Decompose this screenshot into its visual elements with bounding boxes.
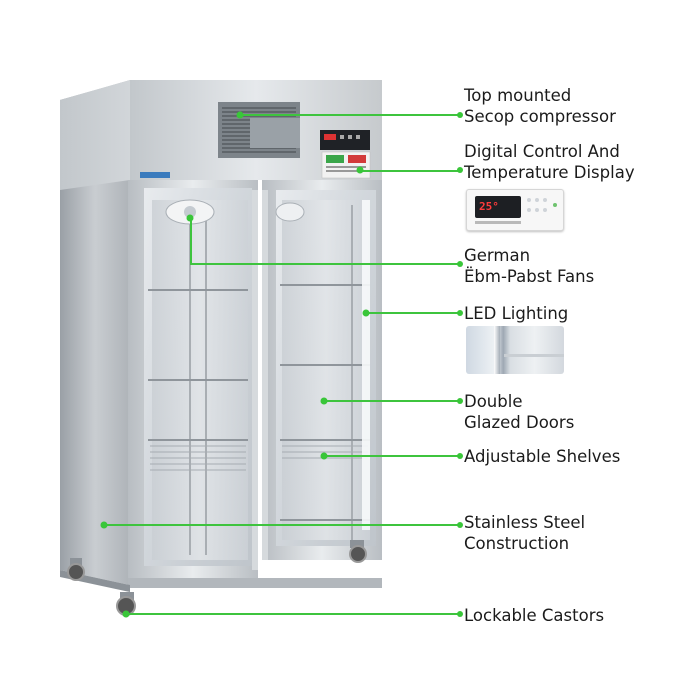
callout-end-doors	[457, 398, 463, 404]
feature-doors-line2: Glazed Doors	[464, 413, 575, 432]
callout-dot-fans	[186, 214, 194, 222]
feature-steel-line2: Construction	[464, 534, 570, 553]
feature-fans-line2: Ëbm-Pabst Fans	[464, 267, 595, 286]
callout-vert-fans	[190, 218, 192, 263]
panel-button-icon	[543, 198, 547, 202]
panel-button-icon	[527, 208, 531, 212]
feature-shelves-line1: Adjustable Shelves	[464, 447, 621, 466]
power-icon	[553, 203, 557, 207]
panel-brand-strip	[475, 221, 521, 224]
callout-end-castors	[457, 611, 463, 617]
feature-compressor: Top mounted Secop compressor	[464, 85, 616, 127]
feature-control: Digital Control And Temperature Display	[464, 141, 635, 183]
feature-shelves: Adjustable Shelves	[464, 446, 620, 467]
callout-dot-steel	[100, 521, 108, 529]
feature-doors-line1: Double	[464, 392, 523, 411]
callout-dot-shelves	[320, 452, 328, 460]
feature-steel-line1: Stainless Steel	[464, 513, 586, 532]
callout-end-shelves	[457, 453, 463, 459]
led-strip	[494, 326, 500, 374]
callout-line-steel	[104, 524, 460, 526]
control-panel-screen: 25°	[475, 196, 521, 218]
callout-end-lighting	[457, 310, 463, 316]
callout-dot-control	[356, 166, 364, 174]
led-lighting-thumbnail	[466, 326, 564, 374]
callout-end-control	[457, 167, 463, 173]
callout-dot-doors	[320, 397, 328, 405]
callout-line-doors	[324, 400, 460, 402]
control-panel-thumbnail: 25°	[466, 189, 564, 231]
callout-line-fans	[190, 263, 460, 265]
feature-steel: Stainless Steel Construction	[464, 512, 585, 554]
feature-compressor-line1: Top mounted	[464, 86, 572, 105]
feature-compressor-line2: Secop compressor	[464, 107, 616, 126]
feature-lighting: LED Lighting	[464, 303, 568, 324]
callout-dot-lighting	[362, 309, 370, 317]
callout-end-fans	[457, 261, 463, 267]
callout-line-control	[360, 170, 460, 172]
control-panel-temp: 25°	[479, 200, 499, 213]
feature-castors-line1: Lockable Castors	[464, 606, 605, 625]
callout-line-lighting	[366, 312, 460, 314]
panel-button-icon	[527, 198, 531, 202]
callout-line-castors	[126, 613, 460, 615]
feature-control-line2: Temperature Display	[464, 163, 635, 182]
feature-fans-line1: German	[464, 246, 531, 265]
feature-doors: Double Glazed Doors	[464, 391, 574, 433]
feature-lighting-line1: LED Lighting	[464, 304, 569, 323]
feature-castors: Lockable Castors	[464, 605, 604, 626]
callout-line-shelves	[324, 455, 460, 457]
feature-control-line1: Digital Control And	[464, 142, 620, 161]
panel-button-icon	[535, 198, 539, 202]
callout-end-steel	[457, 522, 463, 528]
callout-dot-castors	[122, 610, 130, 618]
callout-dot-compressor	[236, 111, 244, 119]
callout-end-compressor	[457, 112, 463, 118]
callout-line-compressor	[240, 114, 460, 116]
feature-fans: German Ëbm-Pabst Fans	[464, 245, 594, 287]
led-shelf	[504, 354, 564, 357]
panel-button-icon	[543, 208, 547, 212]
panel-button-icon	[535, 208, 539, 212]
